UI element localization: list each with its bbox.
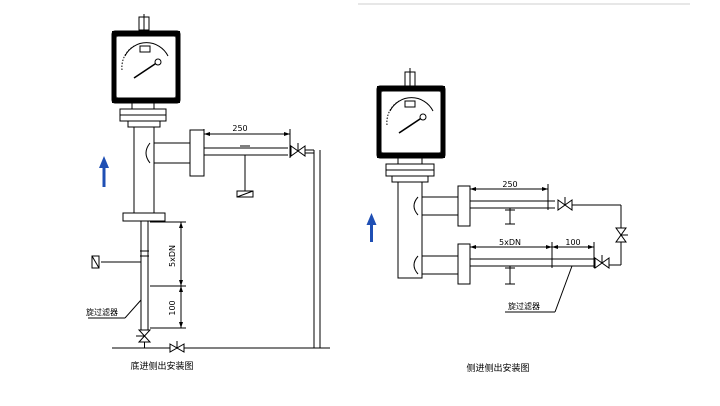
right-caption: 侧进侧出安装图 <box>466 362 529 374</box>
right-lower-valve-icon <box>594 255 610 269</box>
right-upper-line: 250 <box>470 180 622 228</box>
right-dim-lower-5xdn-label: 5xDN <box>499 238 521 247</box>
left-outlet-valve-icon <box>290 143 306 157</box>
left-diagram: 250 <box>86 14 330 372</box>
right-flowmeter-head <box>376 68 446 159</box>
right-lower-line: 5xDN 100 旋过滤器 <box>470 238 610 313</box>
right-riser-valve-icon <box>615 227 628 243</box>
left-filter-label: 旋过滤器 <box>86 307 118 317</box>
left-bottom-valve-icon <box>169 341 185 353</box>
left-dim-top-label: 250 <box>232 124 247 133</box>
right-diagram: 250 <box>366 68 628 374</box>
left-flowmeter-head <box>111 14 181 104</box>
right-flow-arrow-icon <box>366 213 377 242</box>
left-caption: 底进侧出安装图 <box>130 360 193 372</box>
right-dim-lower-100-label: 100 <box>565 238 580 247</box>
left-neck-flanges <box>119 102 167 128</box>
left-inlet-line: 5xDN 100 旋过滤器 <box>86 221 330 353</box>
left-flow-arrow-icon <box>99 156 109 187</box>
right-meter-body <box>397 181 471 285</box>
right-upper-valve-icon <box>557 197 573 211</box>
left-outlet-line: 250 <box>203 124 321 348</box>
left-dim-100-label: 100 <box>168 300 177 315</box>
left-inlet-valve-icon <box>136 329 152 343</box>
left-dim-5xdn-label: 5xDN <box>168 245 177 267</box>
right-filter-label: 旋过滤器 <box>508 301 540 311</box>
right-neck-flanges <box>385 157 435 183</box>
left-meter-body <box>122 126 205 222</box>
right-dim-upper-label: 250 <box>502 180 517 189</box>
